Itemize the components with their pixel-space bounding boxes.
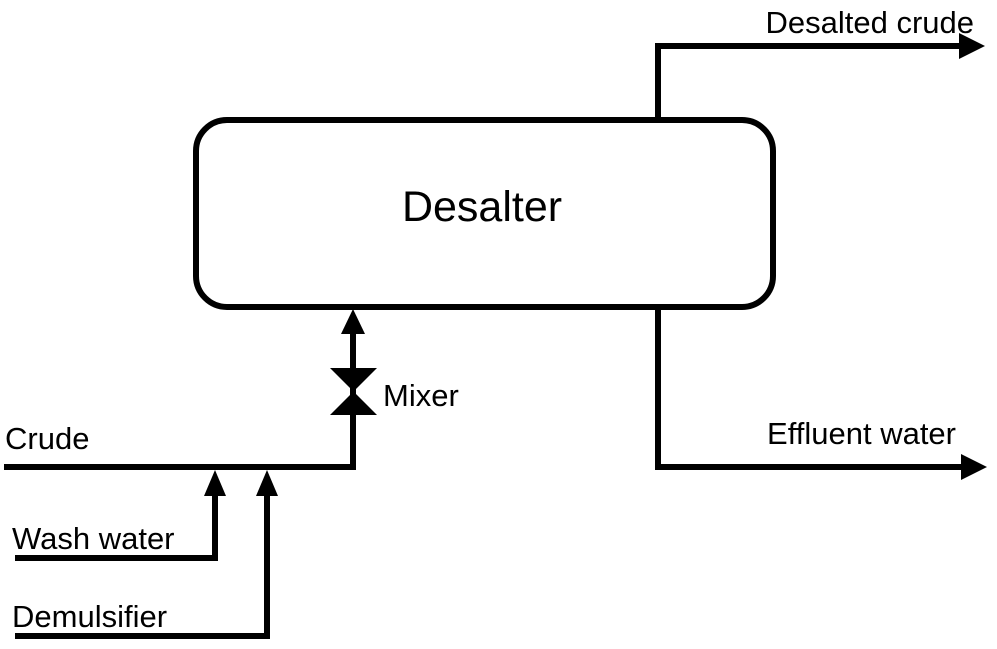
arrow-up-icon: [341, 309, 365, 334]
arrow-right-icon: [959, 33, 985, 59]
stream-desalted-crude: Desalted crude: [655, 5, 985, 120]
demulsifier-label: Demulsifier: [12, 599, 167, 634]
effluent-water-label: Effluent water: [767, 416, 956, 451]
demulsifier-flow-line: [15, 494, 270, 639]
arrow-right-icon: [961, 454, 987, 480]
stream-wash-water: Wash water: [12, 470, 226, 561]
desalted-crude-label: Desalted crude: [765, 5, 974, 40]
desalter-vessel: Desalter: [193, 117, 776, 310]
desalter-vessel-label: Desalter: [402, 183, 562, 231]
stream-demulsifier: Demulsifier: [12, 470, 278, 639]
wash-water-label: Wash water: [12, 521, 175, 556]
wash-water-flow-line: [15, 494, 218, 561]
effluent-water-flow-line: [655, 306, 963, 470]
mixer-valve-icon: [330, 391, 377, 415]
arrow-up-icon: [204, 470, 226, 496]
mixer-valve-icon: [330, 368, 377, 392]
desalted-crude-flow-line: [655, 43, 961, 120]
desalter-vessel-shape: [193, 117, 776, 310]
crude-label: Crude: [5, 421, 89, 456]
mixer-valve: Mixer: [330, 368, 459, 415]
stream-crude: Crude: [4, 309, 365, 470]
arrow-up-icon: [256, 470, 278, 496]
mixer-label: Mixer: [383, 378, 459, 413]
stream-effluent-water: Effluent water: [655, 306, 987, 480]
